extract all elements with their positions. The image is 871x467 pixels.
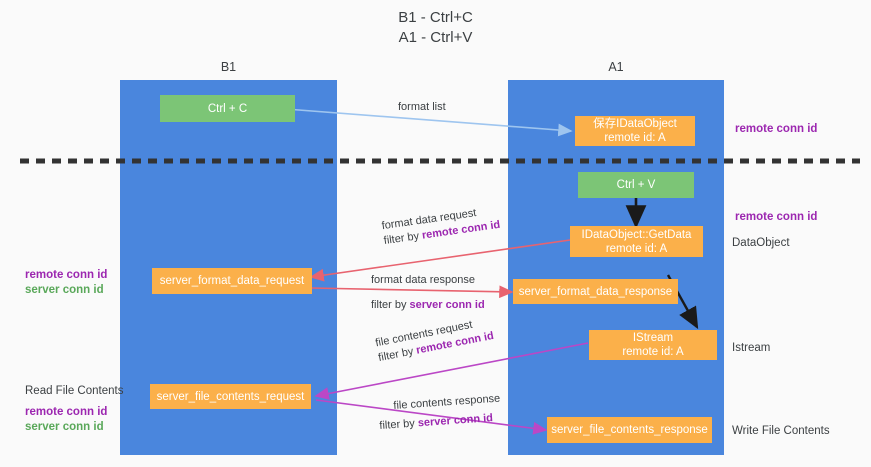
title-line-2: A1 - Ctrl+V bbox=[398, 29, 473, 46]
annotation-left-server-conn-id-2: server conn id bbox=[25, 421, 104, 433]
node-server-format-data-request-label: server_format_data_request bbox=[159, 275, 305, 287]
annotation-read-file-contents-group: Read File Contents remote conn id server… bbox=[25, 384, 123, 435]
node-idataobject-getdata-sublabel: remote id: A bbox=[605, 242, 668, 255]
node-ctrl-c-label: Ctrl + C bbox=[207, 102, 248, 115]
node-save-idataobject-sublabel: remote id: A bbox=[604, 132, 666, 144]
filter-prefix: filter by bbox=[379, 417, 419, 433]
edge-format-data-response bbox=[310, 285, 514, 299]
filter-key: server conn id bbox=[409, 299, 485, 311]
node-server-file-contents-request-label: server_file_contents_request bbox=[156, 390, 305, 403]
node-server-format-data-response-label: server_format_data_response bbox=[518, 285, 673, 298]
annotation-dataobject-text: DataObject bbox=[732, 237, 790, 249]
annotation-istream-text: Istream bbox=[732, 342, 771, 354]
node-server-file-contents-response[interactable]: server_file_contents_response bbox=[547, 417, 712, 443]
node-server-file-contents-request[interactable]: server_file_contents_request bbox=[150, 384, 311, 409]
node-istream[interactable]: IStream remote id: A bbox=[589, 330, 717, 360]
edge-label-format-data-request: format data request filter by remote con… bbox=[381, 203, 501, 249]
node-idataobject-getdata-label: IDataObject::GetData bbox=[581, 228, 692, 241]
title-line-1: B1 - Ctrl+C bbox=[398, 9, 473, 26]
page-title: B1 - Ctrl+C A1 - Ctrl+V bbox=[0, 8, 871, 48]
annotation-write-file-contents: Write File Contents bbox=[732, 424, 830, 439]
annotation-read-file-contents: Read File Contents bbox=[25, 385, 124, 397]
annotation-write-file-contents-text: Write File Contents bbox=[732, 425, 830, 437]
annotation-left-remote-conn-id-2: remote conn id bbox=[25, 406, 108, 418]
node-istream-label: IStream bbox=[632, 332, 674, 344]
annotation-left-remote-conn-id: remote conn id bbox=[25, 269, 108, 281]
node-ctrl-c[interactable]: Ctrl + C bbox=[160, 95, 295, 122]
node-ctrl-v-label: Ctrl + V bbox=[616, 179, 656, 191]
node-save-idataobject[interactable]: 保存IDataObject remote id: A bbox=[575, 116, 695, 146]
annotation-istream: Istream bbox=[732, 341, 770, 356]
edge-label-format-list: format list bbox=[398, 100, 446, 115]
annotation-remote-conn-id-mid: remote conn id bbox=[735, 210, 817, 225]
column-header-b1-name: B1 bbox=[220, 60, 237, 74]
edge-label-format-data-response: format data response bbox=[371, 273, 475, 288]
node-server-file-contents-response-label: server_file_contents_response bbox=[551, 424, 708, 436]
filter-key: server conn id bbox=[417, 412, 494, 430]
filter-prefix: filter by bbox=[371, 299, 410, 311]
node-server-format-data-response[interactable]: server_format_data_response bbox=[513, 279, 678, 304]
annotation-dataobject: DataObject bbox=[732, 236, 790, 251]
column-header-a1-name: A1 bbox=[608, 60, 624, 74]
annotation-remote-conn-id-mid-text: remote conn id bbox=[735, 211, 818, 223]
node-ctrl-v[interactable]: Ctrl + V bbox=[578, 172, 694, 198]
node-istream-sublabel: remote id: A bbox=[622, 346, 684, 358]
edge-label-format-data-response-filter: filter by server conn id bbox=[371, 298, 485, 313]
node-idataobject-getdata[interactable]: IDataObject::GetData remote id: A bbox=[570, 226, 703, 257]
annotation-remote-conn-id-top: remote conn id bbox=[735, 122, 817, 137]
annotation-remote-conn-id-top-text: remote conn id bbox=[735, 123, 818, 135]
edge-label-file-contents-response-text: file contents response bbox=[393, 392, 501, 413]
annotation-left-server-conn-id: server conn id bbox=[25, 284, 104, 296]
annotation-left-conn-ids: remote conn id server conn id bbox=[25, 268, 107, 298]
node-save-idataobject-label: 保存IDataObject bbox=[593, 118, 677, 130]
edge-label-format-data-response-text: format data response bbox=[371, 274, 475, 286]
edge-label-file-contents-response-filter: filter by server conn id bbox=[379, 411, 493, 434]
edge-label-file-contents-request: file contents request filter by remote c… bbox=[374, 314, 495, 366]
edge-label-format-list-text: format list bbox=[398, 101, 446, 113]
node-server-format-data-request[interactable]: server_format_data_request bbox=[152, 268, 312, 294]
filter-prefix: filter by bbox=[383, 229, 423, 248]
